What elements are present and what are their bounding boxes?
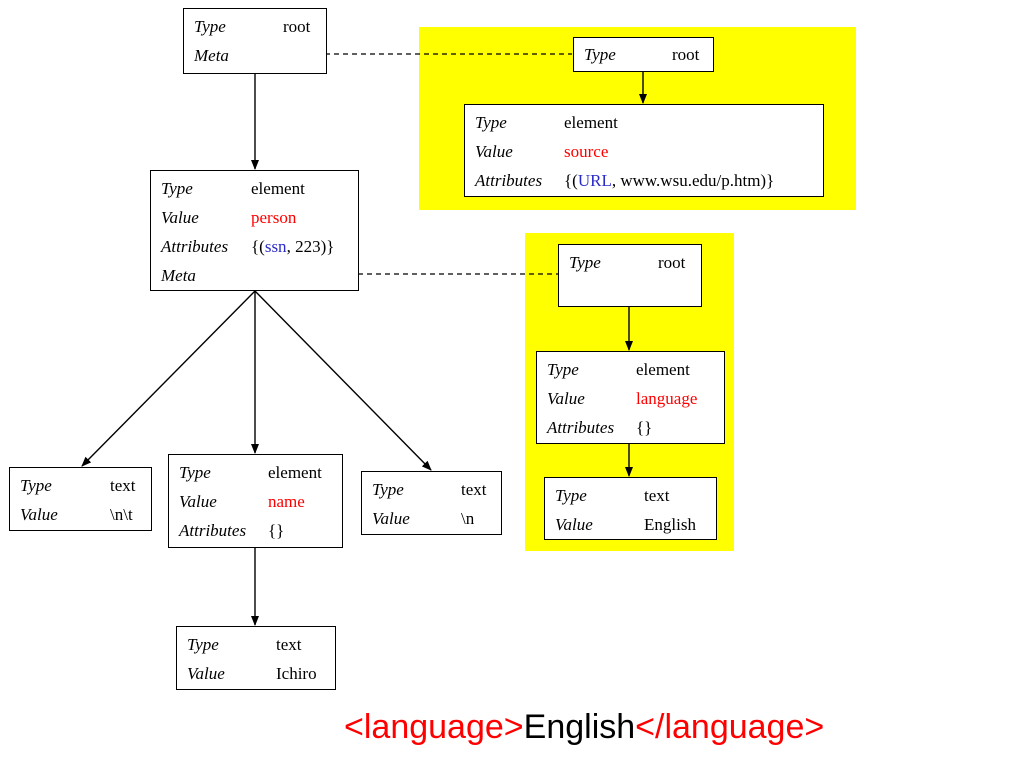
edge-person-text-nt [81, 290, 256, 467]
node-language: Type element Value language Attributes {… [536, 351, 725, 444]
node-text-newline: Type text Value \n [361, 471, 502, 535]
caption-content: English [523, 708, 636, 746]
node-meta2-root: Type root [558, 244, 702, 307]
node-text-ichiro: Type text Value Ichiro [176, 626, 336, 690]
node-name: Type element Value name Attributes {} [168, 454, 343, 548]
caption-open-tag: <language> [344, 708, 524, 746]
node-text-newline-tab: Type text Value \n\t [9, 467, 152, 531]
edge-person-text-n [254, 290, 432, 471]
caption-close-tag: </language> [635, 708, 825, 746]
xml-caption: <language>English</language> [344, 708, 824, 747]
node-person: Type element Value person Attributes {(s… [150, 170, 359, 291]
node-meta1-root: Type root [573, 37, 714, 72]
node-text-english: Type text Value English [544, 477, 717, 540]
node-root: Type root Meta [183, 8, 327, 74]
node-source: Type element Value source Attributes {(U… [464, 104, 824, 197]
